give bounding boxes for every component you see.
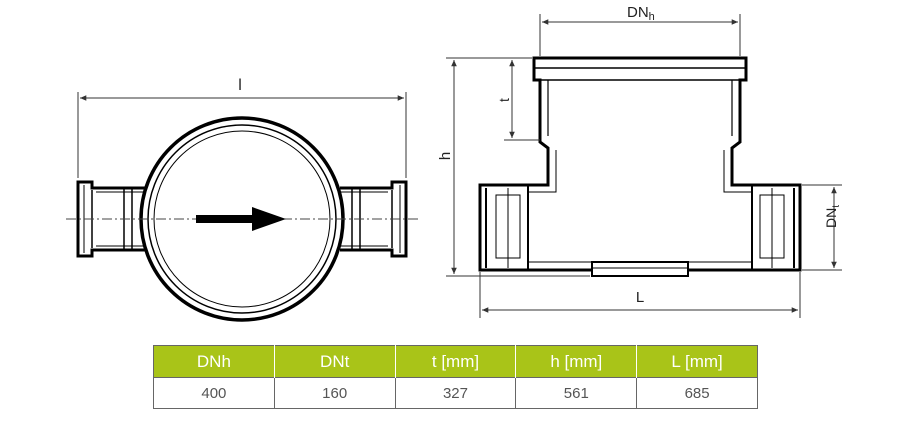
dimension-h [446,57,590,277]
header-t: t [mm] [394,345,517,378]
side-view [478,56,802,277]
dimension-dnh [539,14,741,56]
technical-drawing: l [66,4,842,322]
cell-h: 561 [515,377,638,409]
cell-dnt: 160 [273,377,396,409]
top-socket [532,56,748,136]
header-dnt: DNt [273,345,396,378]
table-header-row: DNh DNt t [mm] h [mm] L [mm] [153,345,758,378]
cell-dnh: 400 [153,377,275,409]
dimension-dnt [802,184,842,271]
dimension-h-label: h [437,152,454,160]
cell-L: 685 [636,377,758,409]
dimension-dnh-label: DNh [627,4,655,23]
dimension-L [479,272,801,318]
flow-arrow-icon [196,207,286,231]
header-dnh: DNh [153,345,275,378]
dimension-dnt-label: DNt [823,205,842,228]
dimension-l [77,92,407,178]
top-view: l [66,77,420,322]
dimension-t-label: t [496,98,512,102]
header-L: L [mm] [636,345,758,378]
dimension-L-label: L [636,289,644,306]
dimension-l-label: l [238,77,242,94]
dimensions-table: DNh DNt t [mm] h [mm] L [mm] 400 160 327… [153,345,758,409]
header-h: h [mm] [515,345,638,378]
cell-t: 327 [394,377,517,409]
bottom-foot [591,261,689,277]
side-left-socket [479,185,529,270]
side-right-socket [751,185,801,270]
table-row: 400 160 327 561 685 [153,377,758,409]
